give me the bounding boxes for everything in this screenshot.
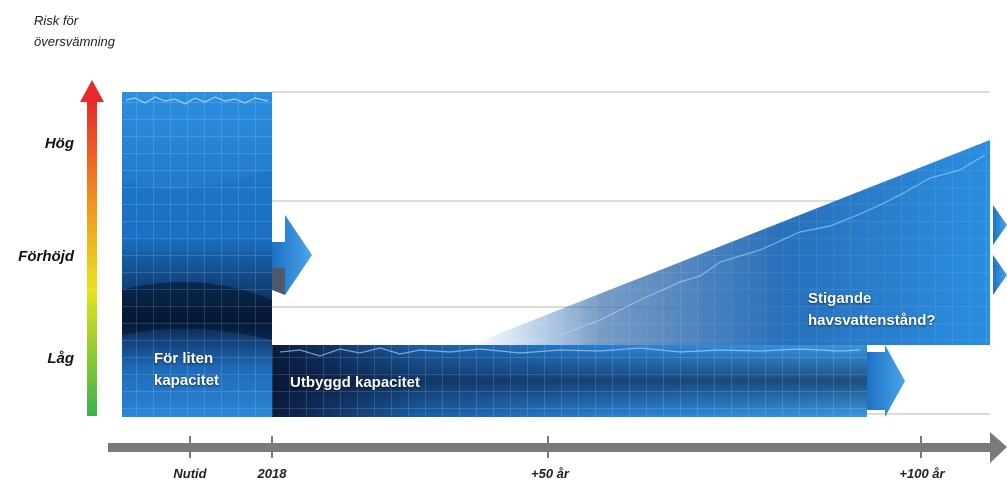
level-low: Låg (47, 350, 74, 367)
too-small-capacity-line1: För liten (154, 350, 214, 367)
rising-sea-level-line2: havsvattenstånd? (808, 312, 936, 329)
tick-plus-100-years: +100 år (899, 466, 945, 481)
risk-arrow (80, 80, 104, 416)
y-axis-title-line1: Risk för (34, 13, 79, 28)
too-small-capacity-label: För liten kapacitet (154, 348, 219, 392)
tick-plus-50-years: +50 år (531, 466, 569, 481)
too-small-capacity-box (122, 92, 312, 417)
expanded-capacity-label: Utbyggd kapacitet (290, 374, 421, 391)
rising-sea-level-line1: Stigande (808, 290, 872, 307)
level-elevated: Förhöjd (18, 248, 74, 265)
too-small-capacity-line2: kapacitet (154, 372, 220, 389)
expanded-capacity-band (272, 345, 905, 417)
rising-sea-level-area (470, 140, 1007, 345)
tick-now: Nutid (173, 466, 207, 481)
y-axis-title: Risk för översvämning (34, 10, 115, 52)
y-axis-title-line2: översvämning (34, 34, 115, 49)
level-high: Hög (44, 135, 74, 152)
time-axis (108, 432, 1007, 463)
tick-2018: 2018 (257, 466, 287, 481)
rising-sea-level-label: Stigande havsvattenstånd? (808, 288, 936, 332)
